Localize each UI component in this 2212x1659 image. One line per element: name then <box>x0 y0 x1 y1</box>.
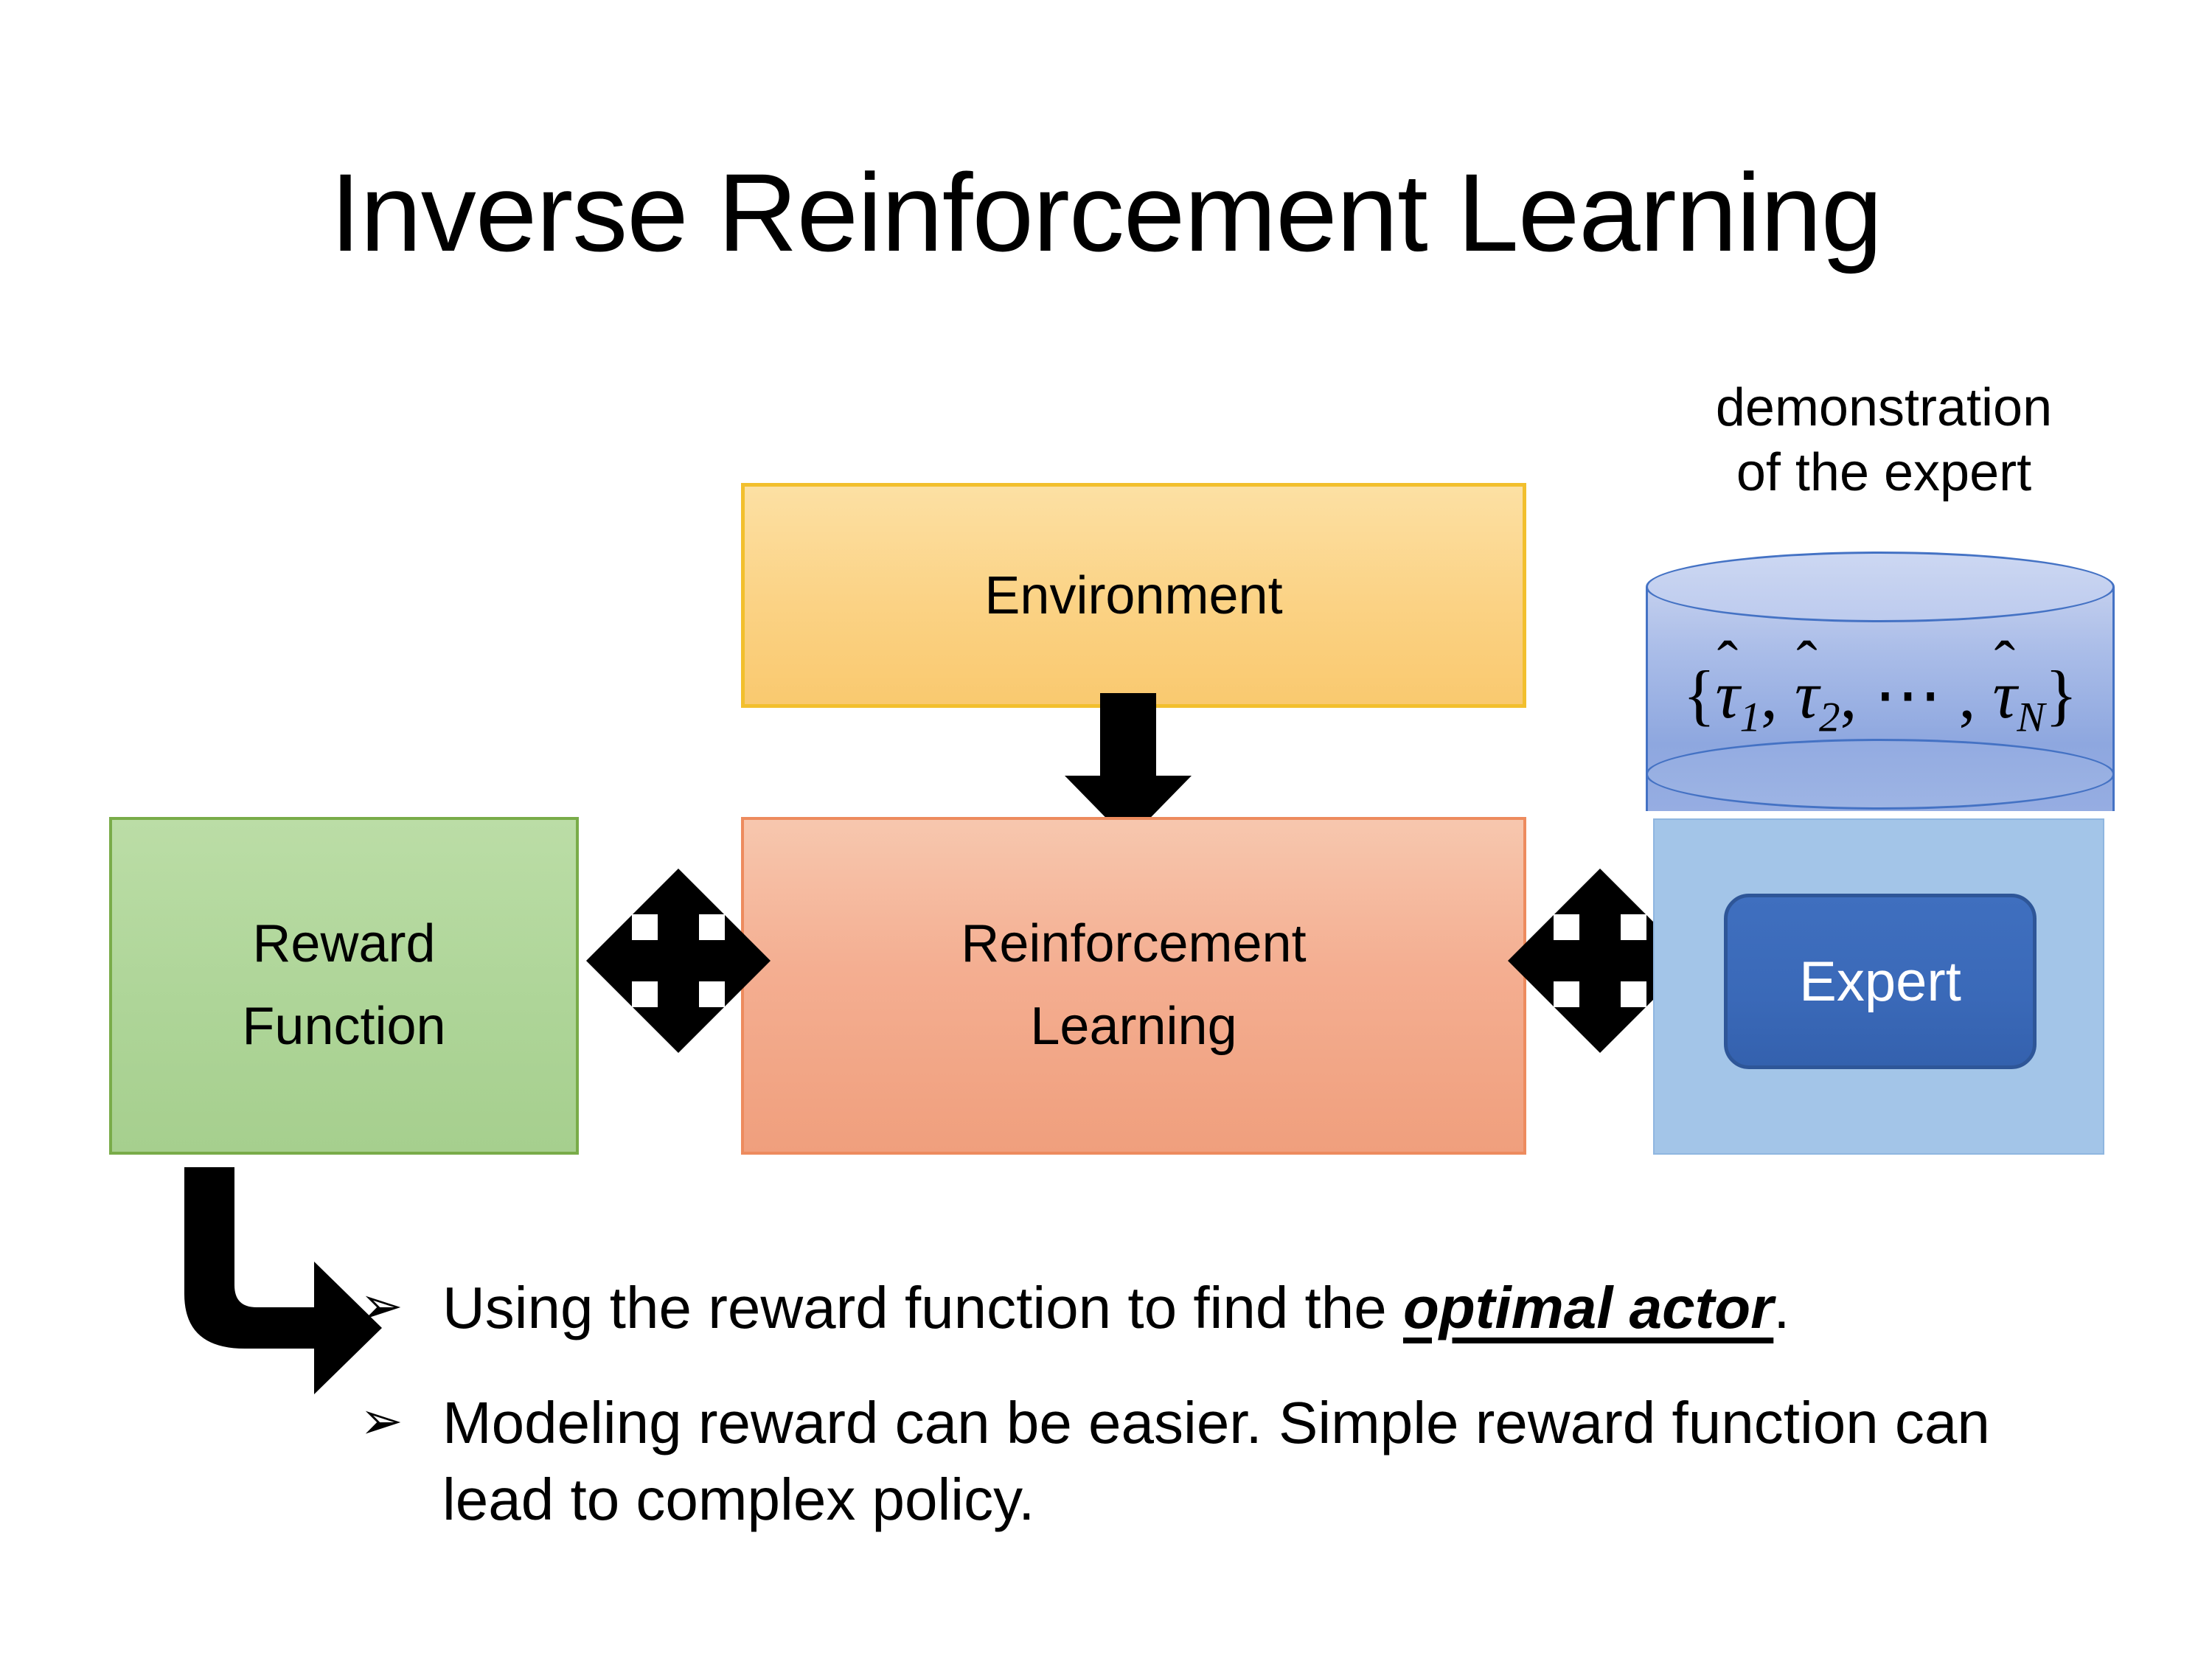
left-right-up-down-arrow-icon <box>586 869 771 1053</box>
cylinder-bottom-ellipse <box>1646 739 2115 810</box>
expert-button-label: Expert <box>1799 950 1961 1013</box>
demonstration-caption-line2: of the expert <box>1736 442 2032 502</box>
demonstration-cylinder: {τ̂1, τ̂2, ⋯ , τ̂N} <box>1646 552 2115 846</box>
environment-box-label: Environment <box>984 566 1283 625</box>
demonstration-caption-line1: demonstration <box>1715 378 2053 437</box>
expert-button[interactable]: Expert <box>1724 894 2037 1069</box>
reward-box-label-line1: Reward <box>252 914 436 974</box>
down-arrow-icon <box>1065 693 1192 841</box>
bullet-2-text: Modeling reward can be easier. Simple re… <box>442 1390 1990 1532</box>
reinforcement-learning-box: Reinforcement Learning <box>741 817 1526 1155</box>
rl-box-label-line2: Learning <box>1030 997 1237 1056</box>
bullet-marker-icon: ➢ <box>360 1392 403 1450</box>
bent-right-arrow-icon <box>184 1167 382 1394</box>
reward-box-label-line2: Function <box>242 997 446 1056</box>
demonstration-caption: demonstration of the expert <box>1633 376 2135 506</box>
bullet-1-suffix: . <box>1773 1275 1790 1340</box>
environment-box: Environment <box>741 483 1526 708</box>
reward-box-label: Reward Function <box>242 903 445 1068</box>
bullet-1-emphasis: optimal actor <box>1402 1275 1774 1340</box>
left-right-up-down-arrow-icon <box>1508 869 1692 1053</box>
cylinder-top-ellipse <box>1646 552 2115 622</box>
bullet-1-prefix: Using the reward function to find the <box>442 1275 1403 1340</box>
rl-box-label: Reinforcement Learning <box>961 903 1306 1068</box>
bullet-list: ➢ Using the reward function to find the … <box>360 1270 2070 1576</box>
trajectory-set-formula: {τ̂1, τ̂2, ⋯ , τ̂N} <box>1683 657 2078 741</box>
bullet-marker-icon: ➢ <box>360 1277 403 1335</box>
list-item: ➢ Using the reward function to find the … <box>360 1270 2070 1346</box>
list-item: ➢ Modeling reward can be easier. Simple … <box>360 1385 2070 1538</box>
page-title: Inverse Reinforcement Learning <box>330 150 1883 274</box>
reward-function-box: Reward Function <box>109 817 579 1155</box>
rl-box-label-line1: Reinforcement <box>961 914 1307 974</box>
